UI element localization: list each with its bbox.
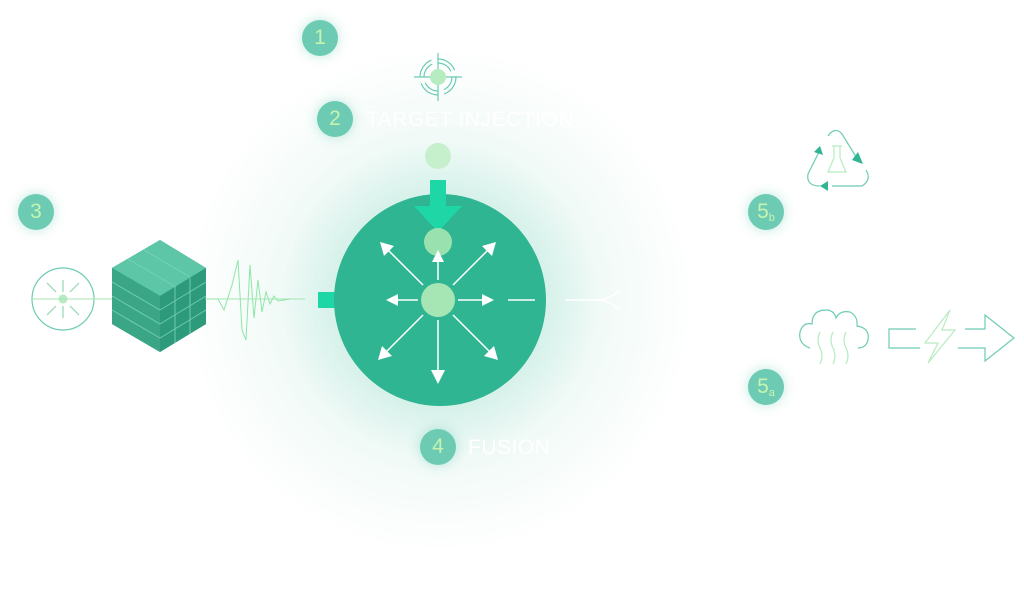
fusion-core: [421, 283, 455, 317]
step-badge-5a: 5a: [748, 369, 784, 405]
target-crosshair-icon: [414, 53, 462, 101]
energy-release-arrows: [378, 242, 535, 384]
fusion-diagram: [31, 53, 1015, 406]
laser-crystal-block-icon: [111, 240, 207, 352]
pellet-injection-arrow: [414, 180, 462, 232]
pellet-in-chamber: [424, 228, 452, 256]
steam-cloud-icon: [799, 309, 869, 365]
fuel-pellet: [425, 143, 451, 169]
step-badge-5b: 5b: [748, 194, 784, 230]
shockwave-icon: [205, 259, 291, 341]
step-badge-2: 2: [317, 101, 353, 137]
step-badge-1: 1: [302, 20, 338, 56]
step-badge-3: 3: [18, 194, 54, 230]
electricity-arrow-icon: [888, 309, 1015, 364]
step-label-target-injection: TARGET INJECTION: [366, 108, 574, 131]
step-label-fusion: FUSION: [468, 436, 551, 459]
step-badge-4: 4: [420, 429, 456, 465]
recycle-flask-icon: [807, 129, 869, 191]
output-split-line: [565, 289, 621, 311]
